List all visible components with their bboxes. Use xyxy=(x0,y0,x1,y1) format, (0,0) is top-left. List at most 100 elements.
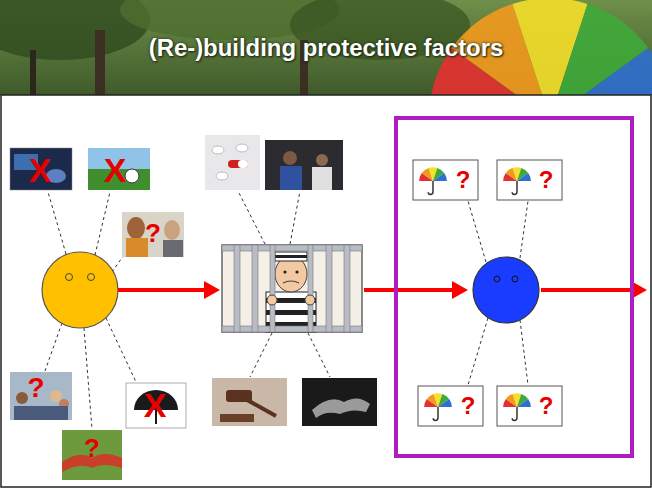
leader-line xyxy=(48,192,66,254)
photo-detail xyxy=(236,144,248,152)
bar xyxy=(222,326,362,332)
leader-lines xyxy=(45,191,528,429)
photo xyxy=(126,383,186,428)
mark-symbol: X xyxy=(144,388,167,422)
photo xyxy=(212,378,287,426)
bar xyxy=(252,245,258,332)
umbrella-icons xyxy=(413,160,562,426)
icon-box xyxy=(413,160,478,200)
gavel xyxy=(220,414,254,422)
photo-group xyxy=(10,372,72,420)
gavel xyxy=(240,396,276,416)
prisoner-cap xyxy=(275,252,307,261)
mark-symbol: ? xyxy=(539,394,554,418)
capsule xyxy=(228,160,248,168)
bar xyxy=(344,245,350,332)
photo-detail xyxy=(163,240,183,257)
photo-detail xyxy=(216,172,228,180)
leader-line xyxy=(520,320,528,385)
future-face xyxy=(473,257,539,323)
photo xyxy=(122,212,184,257)
leader-line xyxy=(520,201,528,258)
leader-line xyxy=(250,333,272,377)
leader-line xyxy=(308,333,330,377)
umbrella-icon xyxy=(503,393,531,420)
photo xyxy=(10,372,72,420)
smiley-face xyxy=(473,257,539,323)
mark-symbol: ? xyxy=(539,168,554,192)
eye xyxy=(494,276,500,282)
photo xyxy=(10,148,72,190)
arrow-head xyxy=(204,281,220,299)
mark-symbol: X xyxy=(104,153,127,187)
hand xyxy=(305,295,315,305)
leader-line xyxy=(84,328,92,429)
stripe xyxy=(275,255,307,258)
bar xyxy=(270,245,275,332)
photo-detail xyxy=(126,238,148,257)
eye xyxy=(66,274,73,281)
photo-game xyxy=(10,148,72,190)
leader-line xyxy=(112,255,124,272)
leader-line xyxy=(95,192,110,255)
photo xyxy=(265,140,343,190)
capsule xyxy=(238,160,248,168)
umbrella-icon xyxy=(424,393,452,420)
mark-symbol: ? xyxy=(461,394,476,418)
leader-line xyxy=(468,318,488,385)
mouth xyxy=(283,281,299,283)
photo-detail xyxy=(212,146,224,154)
bar xyxy=(234,245,240,332)
photo-applause xyxy=(265,140,343,190)
photo-hands xyxy=(62,430,122,480)
eye xyxy=(512,276,518,282)
photo-detail xyxy=(316,154,328,166)
slide-frame xyxy=(1,95,651,487)
bar xyxy=(308,245,313,332)
mark-symbol: ? xyxy=(145,220,161,246)
banner xyxy=(0,0,652,95)
icon-box xyxy=(497,386,562,426)
prison-picture xyxy=(222,245,362,332)
arrow-shaft xyxy=(118,288,207,292)
hand xyxy=(267,295,277,305)
photo-detail xyxy=(125,169,139,183)
photo-detail xyxy=(312,398,370,418)
photo-gavel xyxy=(212,378,287,426)
eye xyxy=(295,270,298,273)
photo xyxy=(302,378,377,426)
photo xyxy=(62,430,122,480)
smiley-face xyxy=(42,252,118,328)
slide-title: (Re-)building protective factors xyxy=(0,35,652,61)
icon-box xyxy=(418,386,483,426)
bar xyxy=(326,245,332,332)
arrow-shaft xyxy=(541,288,634,292)
photo-handshake xyxy=(302,378,377,426)
flow-arrows xyxy=(118,281,647,299)
icon-box xyxy=(497,160,562,200)
photo-umbrella xyxy=(126,383,186,428)
photo-detail xyxy=(164,220,180,240)
photo-detail xyxy=(283,151,297,165)
tree-trunk xyxy=(30,50,36,95)
photo-detail xyxy=(280,166,302,190)
photo-detail xyxy=(16,392,28,404)
photo-pills xyxy=(205,135,260,190)
person-face xyxy=(42,252,118,328)
umbrella-icon xyxy=(419,167,447,194)
photo-friends xyxy=(122,212,184,257)
eye xyxy=(88,274,95,281)
photo xyxy=(205,135,260,190)
mark-symbol: ? xyxy=(84,435,100,461)
leader-line xyxy=(106,318,136,382)
bar xyxy=(222,245,362,251)
photo-soccer xyxy=(88,148,150,190)
leader-line xyxy=(468,201,486,262)
mark-symbol: ? xyxy=(456,168,471,192)
leader-line xyxy=(290,191,300,244)
umbrella-icon xyxy=(503,167,531,194)
leader-line xyxy=(45,323,62,371)
photo-detail xyxy=(50,390,62,402)
